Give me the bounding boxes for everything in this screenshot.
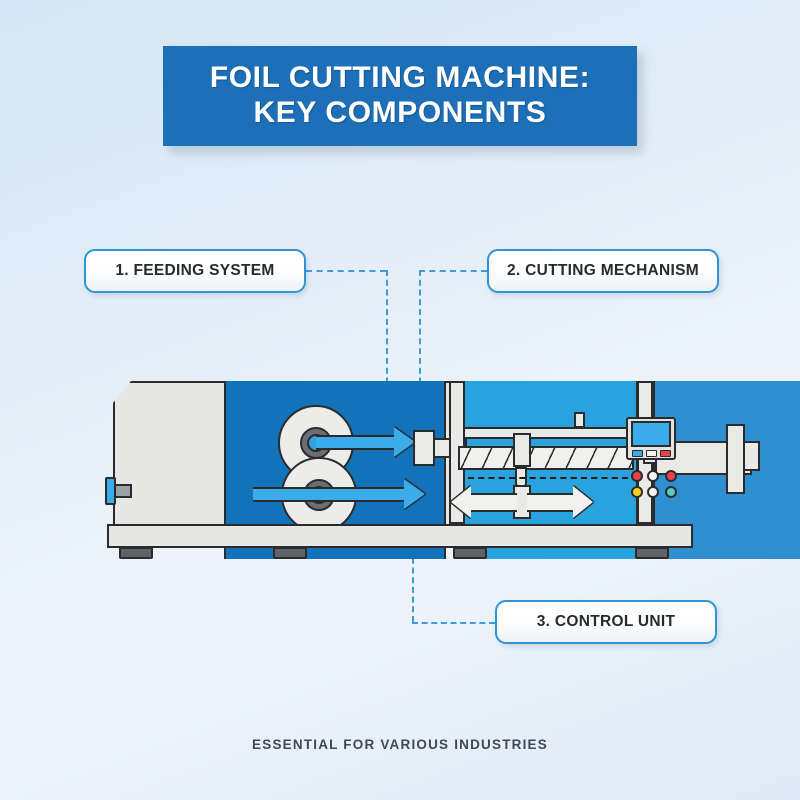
callout-label-2: 2. CUTTING MECHANISM	[507, 262, 699, 279]
feed-arrow-upper-head	[394, 427, 415, 457]
indicator-light-1[interactable]	[631, 470, 643, 482]
drive-shaft-right-cap	[743, 441, 760, 471]
callout-control-unit[interactable]: 3. CONTROL UNIT	[495, 600, 717, 644]
indicator-light-2[interactable]	[647, 470, 659, 482]
indicator-light-4[interactable]	[631, 486, 643, 498]
title-banner: FOIL CUTTING MACHINE: KEY COMPONENTS	[163, 46, 637, 146]
screen-button-1[interactable]	[632, 450, 643, 457]
cutting-upper-rail	[463, 427, 640, 439]
machine-foot-1	[119, 547, 153, 559]
machine-foot-3	[453, 547, 487, 559]
cutting-stop-tab	[574, 412, 585, 428]
connector-control-vertical	[412, 519, 414, 622]
travel-arrow-left-shaft	[470, 493, 517, 512]
callout-label-1: 1. FEEDING SYSTEM	[115, 262, 275, 279]
connector-feeding-vertical	[386, 270, 388, 403]
feed-arrow-lower-shaft	[253, 487, 405, 502]
feed-cut-coupler-block	[413, 430, 435, 466]
control-screen[interactable]	[631, 421, 671, 447]
page-title: FOIL CUTTING MACHINE: KEY COMPONENTS	[209, 61, 591, 129]
callout-cutting-mechanism[interactable]: 2. CUTTING MECHANISM	[487, 249, 719, 293]
travel-arrow-right-head	[573, 486, 593, 518]
connector-control-horizontal	[412, 622, 495, 624]
indicator-light-5[interactable]	[647, 486, 659, 498]
side-knob-stem	[114, 484, 132, 498]
connector-cutting-horizontal	[419, 270, 487, 272]
footer-tagline: ESSENTIAL FOR VARIOUS INDUSTRIES	[252, 737, 548, 752]
feed-arrow-lower-head	[404, 479, 425, 509]
blade-bar	[458, 446, 634, 470]
travel-arrow-left-head	[451, 486, 471, 518]
travel-arrow-right-shaft	[527, 493, 574, 512]
callout-label-3: 3. CONTROL UNIT	[536, 613, 676, 630]
screen-button-3[interactable]	[660, 450, 671, 457]
feed-arrow-upper-shaft	[316, 435, 395, 450]
indicator-light-3[interactable]	[665, 470, 677, 482]
connector-feeding-horizontal	[306, 270, 386, 272]
connector-cutting-vertical	[419, 270, 421, 403]
machine-foot-4	[635, 547, 669, 559]
machine-base	[107, 524, 693, 548]
cutter-block-upper	[513, 433, 531, 467]
foil-cutting-machine-illustration	[105, 381, 800, 559]
machine-foot-2	[273, 547, 307, 559]
indicator-light-6[interactable]	[665, 486, 677, 498]
cut-path-line	[468, 477, 628, 479]
screen-button-2[interactable]	[646, 450, 657, 457]
callout-feeding-system[interactable]: 1. FEEDING SYSTEM	[84, 249, 306, 293]
